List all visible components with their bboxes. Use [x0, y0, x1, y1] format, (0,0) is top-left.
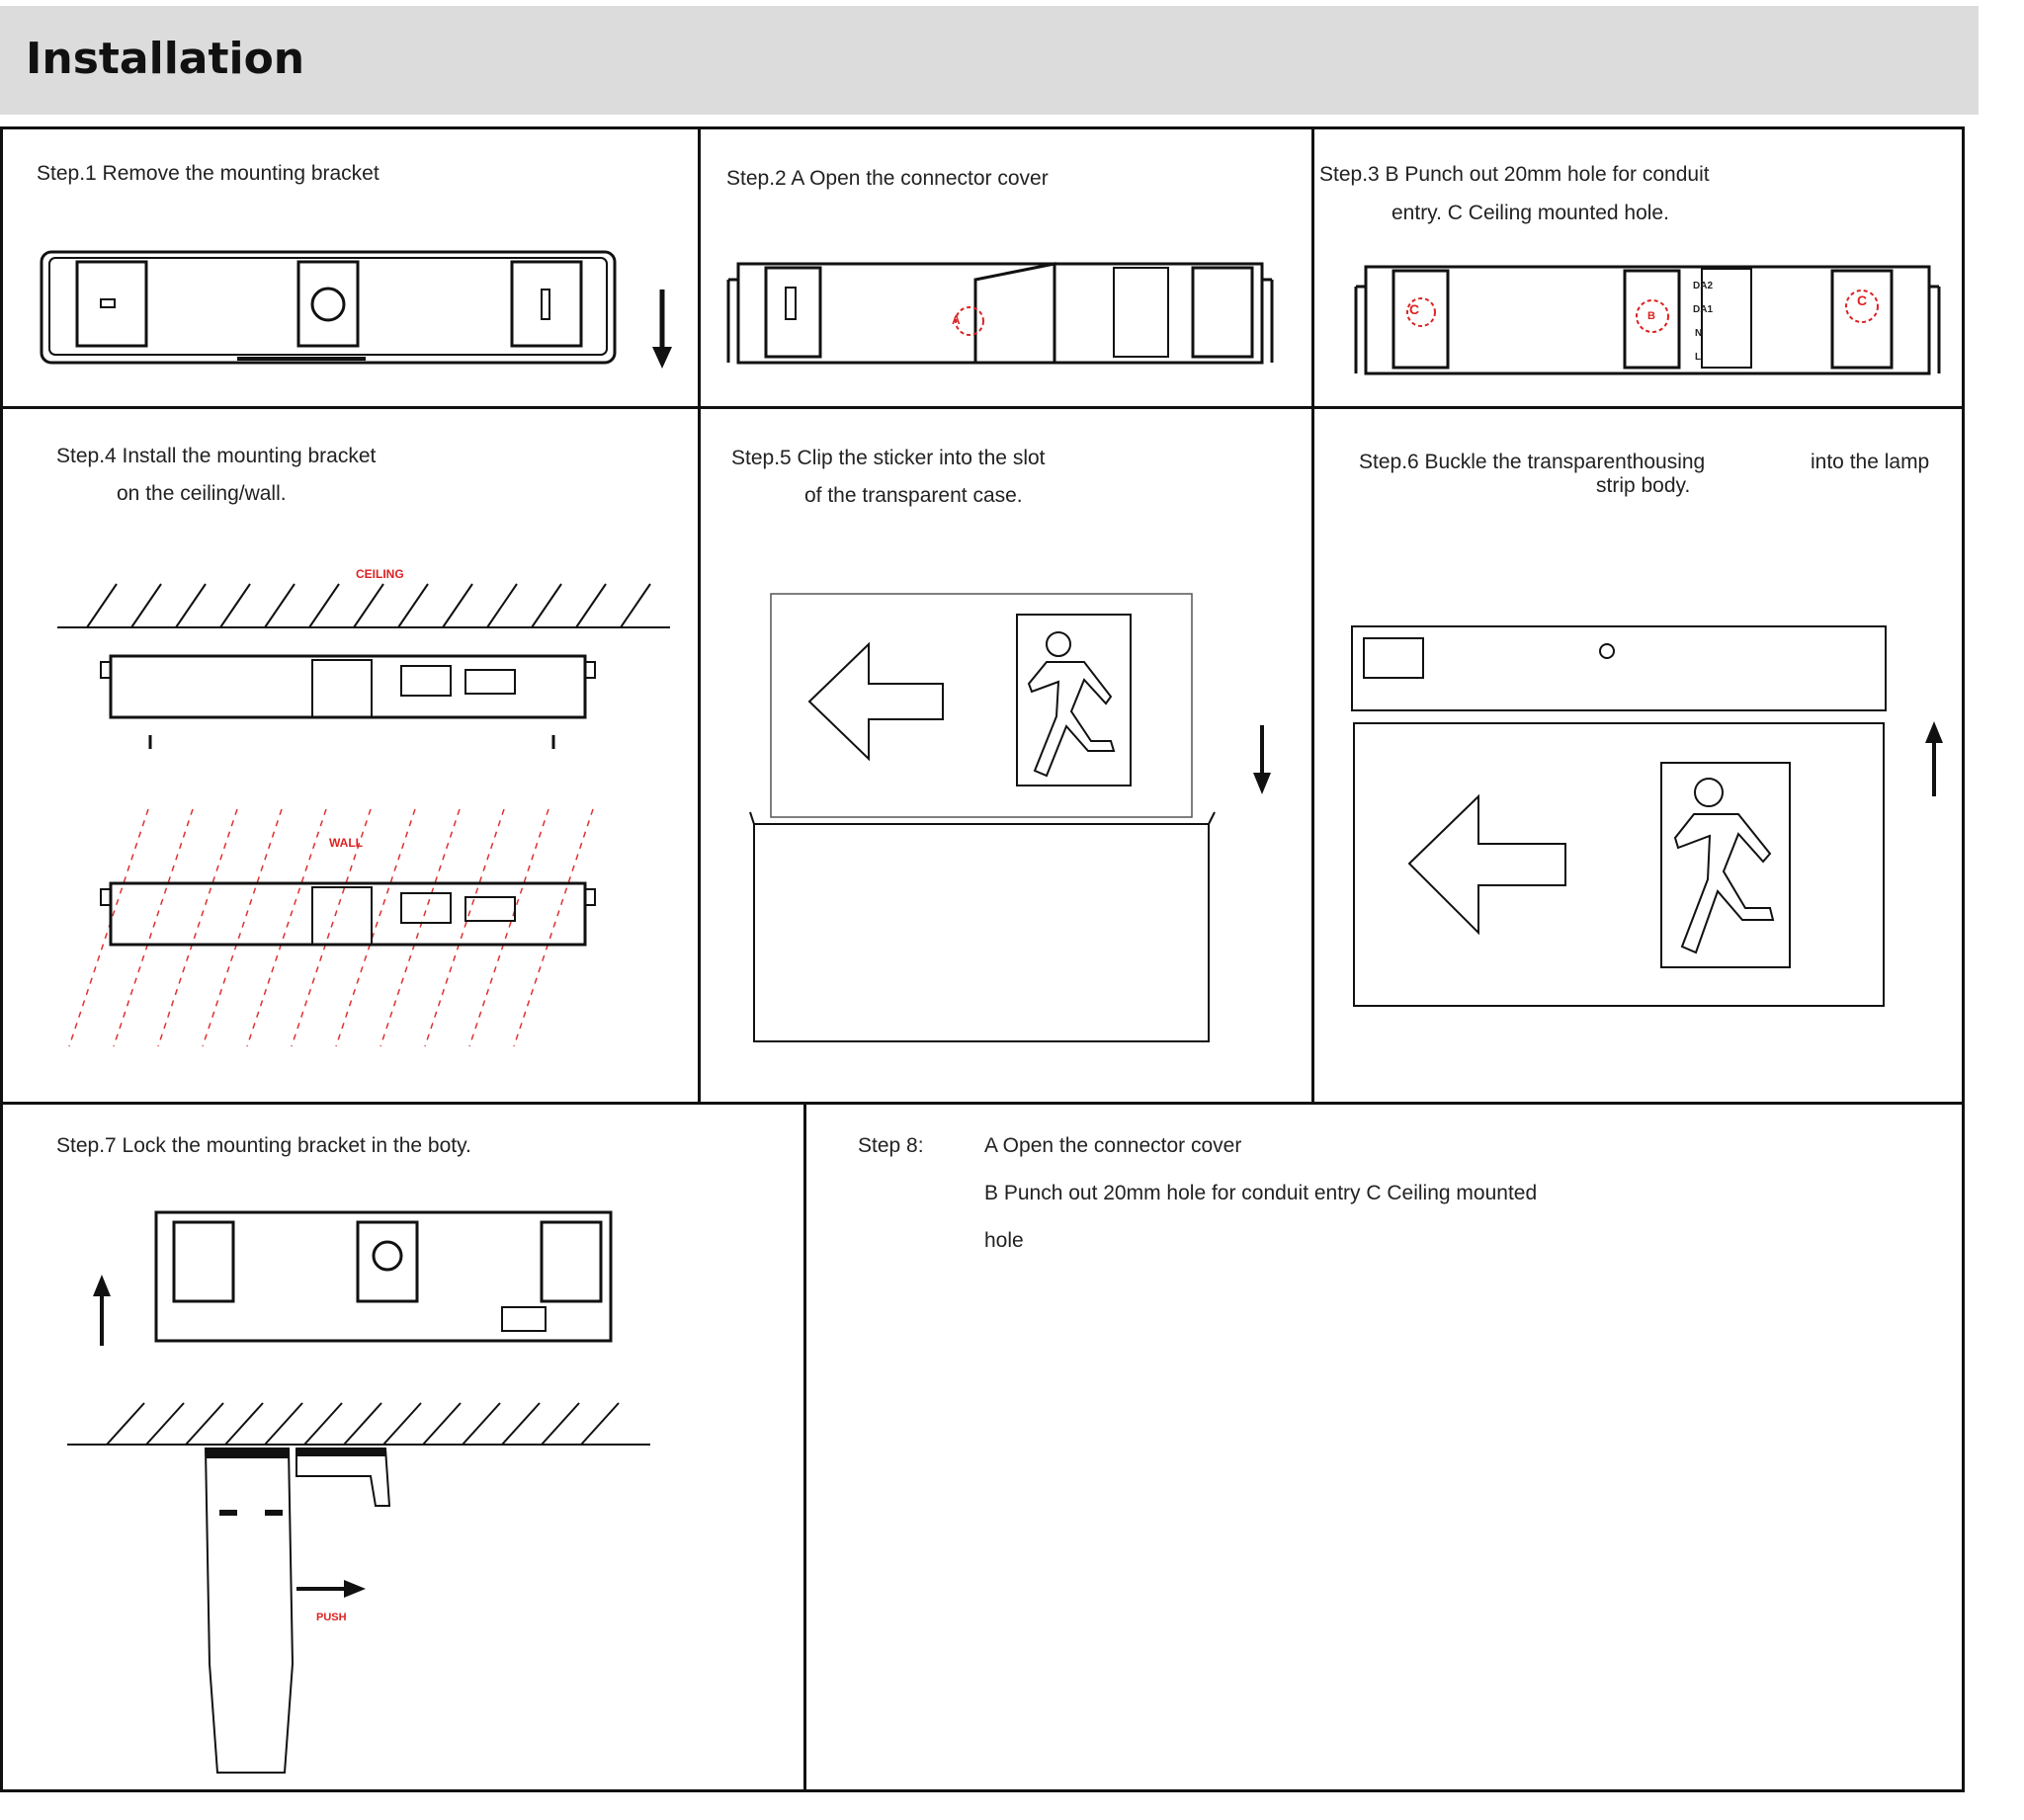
arrow-down-icon [1253, 725, 1271, 794]
step-8-label: Step 8: [858, 1134, 924, 1157]
step-1-text: Step.1 Remove the mounting bracket [37, 162, 380, 185]
step-1-fixture-drawing [40, 250, 617, 365]
side-view-drawing [204, 1448, 391, 1774]
transparent-housing-drawing [1353, 722, 1885, 1007]
running-man-icon [1016, 614, 1132, 786]
page-title: Installation [26, 34, 305, 84]
terminal-da1: DA1 [1693, 304, 1714, 315]
push-label: PUSH [316, 1612, 347, 1623]
arrow-left-icon [1407, 793, 1566, 936]
divider [1311, 126, 1314, 1105]
step-7-fixture-drawing [154, 1210, 613, 1343]
ceiling-hatch-drawing [57, 583, 670, 628]
step-8-item-c: hole [984, 1229, 1024, 1252]
step-2-fixture-drawing [726, 262, 1274, 365]
divider [698, 126, 701, 1105]
terminal-l: L [1695, 352, 1702, 363]
ceiling-hatch-drawing [67, 1402, 650, 1446]
wall-label: WALL [329, 836, 363, 850]
step-2-text: Step.2 A Open the connector cover [726, 167, 1049, 190]
terminal-n: N [1695, 328, 1703, 339]
step-6-text-line2: strip body. [1596, 474, 1691, 497]
step-8-panel: Step 8: A Open the connector cover B Pun… [806, 1105, 1965, 1789]
header-bar: Installation [0, 6, 1979, 115]
terminal-da2: DA2 [1693, 281, 1714, 291]
step-3-fixture-drawing [1354, 265, 1941, 375]
ceiling-label: CEILING [356, 567, 404, 581]
step-6-text-line1: Step.6 Buckle the transparenthousing [1359, 451, 1706, 473]
step-2-panel: Step.2 A Open the connector cover A [701, 126, 1311, 406]
marker-c-2: C [1857, 292, 1868, 308]
step-5-text-line2: of the transparent case. [804, 484, 1023, 507]
step-8-item-a: A Open the connector cover [984, 1134, 1242, 1157]
step-4-bracket-ceiling [100, 654, 596, 749]
lamp-body-drawing [1351, 625, 1887, 711]
step-6-text-line1b: into the lamp [1811, 451, 1930, 473]
arrow-left-icon [807, 641, 944, 762]
step-5-panel: Step.5 Clip the sticker into the slot of… [701, 409, 1311, 1102]
divider [0, 1102, 1965, 1105]
divider [0, 406, 1965, 409]
step-3-panel: Step.3 B Punch out 20mm hole for conduit… [1314, 126, 1965, 406]
running-man-icon [1660, 762, 1791, 968]
step-3-text-line2: entry. C Ceiling mounted hole. [1392, 202, 1669, 224]
step-1-panel: Step.1 Remove the mounting bracket [0, 126, 698, 406]
step-4-bracket-wall [100, 881, 596, 947]
marker-c: C [1409, 301, 1420, 317]
step-3-text-line1: Step.3 B Punch out 20mm hole for conduit [1319, 163, 1710, 186]
instruction-grid [0, 126, 1965, 1792]
arrow-right-icon [296, 1580, 366, 1598]
step-6-panel: Step.6 Buckle the transparenthousing int… [1314, 409, 1965, 1102]
step-5-text-line1: Step.5 Clip the sticker into the slot [731, 447, 1046, 469]
marker-b: B [1647, 310, 1655, 322]
step-7-panel: Step.7 Lock the mounting bracket in the … [0, 1105, 803, 1789]
arrow-up-icon [1925, 721, 1943, 796]
step-4-panel: Step.4 Install the mounting bracket on t… [0, 409, 698, 1102]
marker-a: A [952, 313, 961, 327]
arrow-up-icon [93, 1275, 111, 1346]
step-4-text-line1: Step.4 Install the mounting bracket [56, 445, 377, 467]
transparent-case-drawing [749, 811, 1216, 1042]
step-8-item-b: B Punch out 20mm hole for conduit entry … [984, 1182, 1538, 1204]
exit-sticker-drawing [770, 593, 1193, 818]
step-4-text-line2: on the ceiling/wall. [117, 482, 287, 505]
divider [803, 1102, 806, 1792]
arrow-down-icon [652, 290, 672, 369]
step-7-text: Step.7 Lock the mounting bracket in the … [56, 1134, 471, 1157]
